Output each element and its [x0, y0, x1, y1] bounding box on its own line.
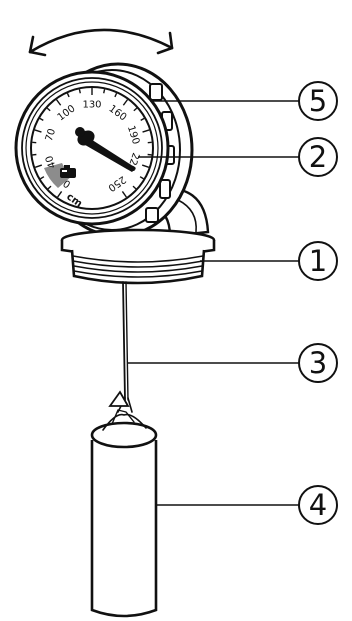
dial-scale-label: 70	[44, 127, 58, 142]
dial-major-tick	[34, 129, 42, 133]
dial-major-tick	[34, 164, 43, 168]
callout-1: 1	[200, 241, 338, 281]
dial-scale-label: 190	[125, 124, 141, 146]
dial-minor-tick	[114, 92, 118, 98]
callout-4: 4	[156, 485, 338, 525]
dial-major-tick	[55, 99, 62, 106]
callout-3: 3	[128, 343, 338, 383]
dial-scale-label: 0	[62, 177, 74, 190]
dial-ticks	[32, 88, 152, 198]
dial-minor-tick	[103, 89, 106, 94]
dial-minor-tick	[46, 107, 51, 112]
svg-text:2: 2	[309, 140, 327, 174]
dial-major-tick	[142, 129, 150, 133]
svg-text:4: 4	[309, 488, 327, 522]
callout-2: 2	[138, 137, 338, 177]
dial-minor-tick	[78, 89, 81, 94]
svg-text:1: 1	[309, 244, 327, 278]
dial-minor-tick	[66, 92, 70, 98]
dial-minor-tick	[47, 185, 52, 190]
dial-major-tick	[122, 99, 129, 106]
rotation-arrow-icon	[28, 28, 174, 57]
dial-minor-tick	[133, 107, 138, 112]
svg-text:5: 5	[309, 84, 327, 118]
dial-minor-tick	[139, 176, 144, 180]
gauge-needle	[75, 127, 136, 172]
dial-minor-tick	[40, 176, 45, 180]
dial-minor-tick	[132, 185, 137, 190]
svg-text:3: 3	[309, 346, 327, 380]
dial-minor-tick	[39, 117, 44, 121]
fuel-tank-icon	[60, 165, 76, 178]
float-cylinder	[90, 390, 158, 618]
dial-major-tick	[57, 191, 63, 198]
dial-major-tick	[121, 191, 127, 198]
tank-cap	[60, 228, 216, 285]
dial-scale-label: 40	[44, 154, 59, 170]
callout-5: 5	[150, 81, 338, 121]
dial-major-tick	[141, 164, 150, 168]
dial-scale-label: 130	[82, 100, 101, 111]
dial-minor-tick	[140, 117, 145, 121]
